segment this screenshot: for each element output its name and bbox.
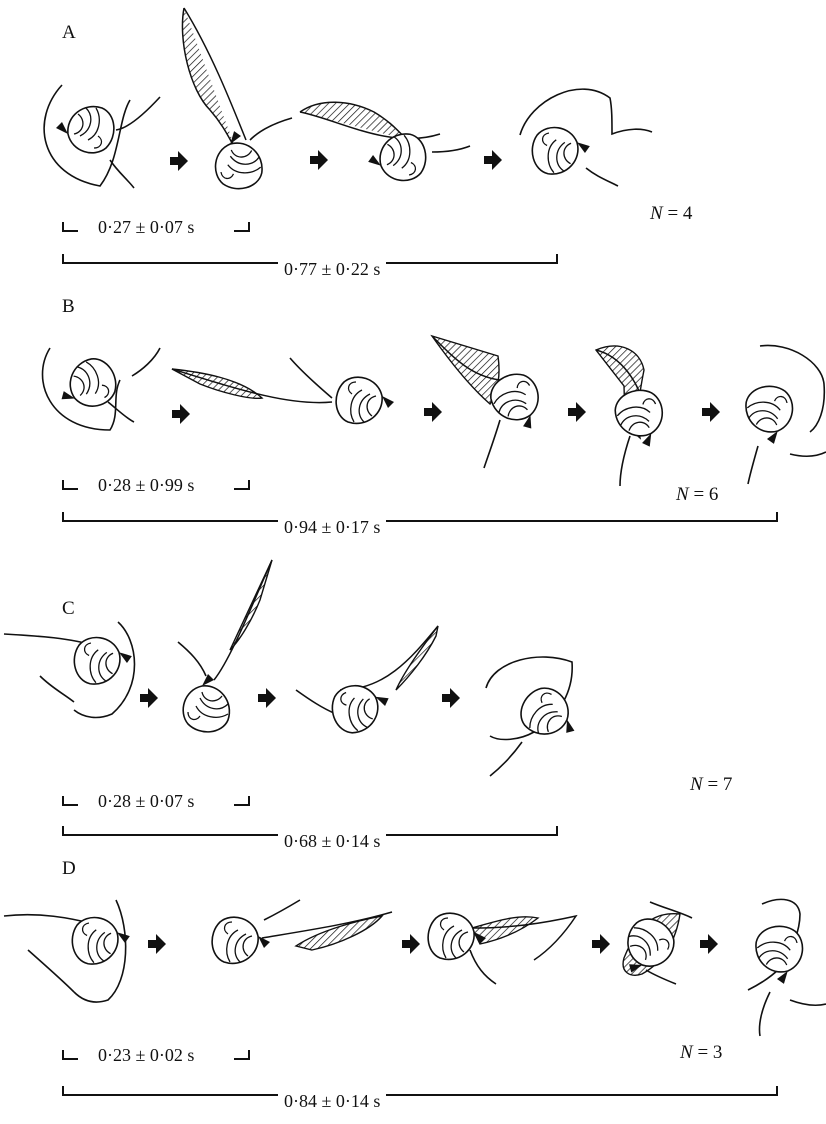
short-duration-a: 0·27 ± 0·07 s (92, 217, 200, 238)
arrow-right-icon (484, 150, 502, 170)
panel-label-b: B (62, 296, 75, 318)
short-bracket-right (234, 222, 250, 232)
sample-size-d: N = 3 (680, 1042, 722, 1064)
arrow-right-icon (170, 151, 188, 171)
arrow-right-icon (702, 402, 720, 422)
short-bracket-left (62, 1050, 78, 1060)
arrow-right-icon (700, 934, 718, 954)
short-bracket-left (62, 796, 78, 806)
short-duration-c: 0·28 ± 0·07 s (92, 791, 200, 812)
panel-c-figure (4, 560, 587, 776)
short-bracket-left (62, 480, 78, 490)
long-duration-bracket-b (62, 520, 778, 522)
arrow-right-icon (424, 402, 442, 422)
panel-label-a: A (62, 22, 76, 44)
long-duration-bracket-d (62, 1094, 778, 1096)
arrow-right-icon (402, 934, 420, 954)
short-bracket-right (234, 480, 250, 490)
long-duration-d: 0·84 ± 0·14 s (278, 1091, 386, 1112)
short-bracket-right (234, 1050, 250, 1060)
long-duration-a: 0·77 ± 0·22 s (278, 259, 386, 280)
short-bracket-left (62, 222, 78, 232)
panel-d-figure (4, 899, 826, 1036)
short-bracket-right (234, 796, 250, 806)
arrow-right-icon (148, 934, 166, 954)
panel-b-figure (43, 336, 826, 486)
long-duration-c: 0·68 ± 0·14 s (278, 831, 386, 852)
arrow-right-icon (568, 402, 586, 422)
arrow-right-icon (140, 688, 158, 708)
short-duration-d: 0·23 ± 0·02 s (92, 1045, 200, 1066)
long-duration-b: 0·94 ± 0·17 s (278, 517, 386, 538)
sample-size-a: N = 4 (650, 203, 692, 225)
arrow-right-icon (258, 688, 276, 708)
sample-size-c: N = 7 (690, 774, 732, 796)
arrow-right-icon (172, 404, 190, 424)
short-duration-b: 0·28 ± 0·99 s (92, 475, 200, 496)
arrow-right-icon (442, 688, 460, 708)
sample-size-b: N = 6 (676, 484, 718, 506)
panel-label-c: C (62, 598, 75, 620)
panel-label-d: D (62, 858, 76, 880)
arrow-right-icon (592, 934, 610, 954)
panel-a-figure (44, 8, 652, 192)
arrow-right-icon (310, 150, 328, 170)
